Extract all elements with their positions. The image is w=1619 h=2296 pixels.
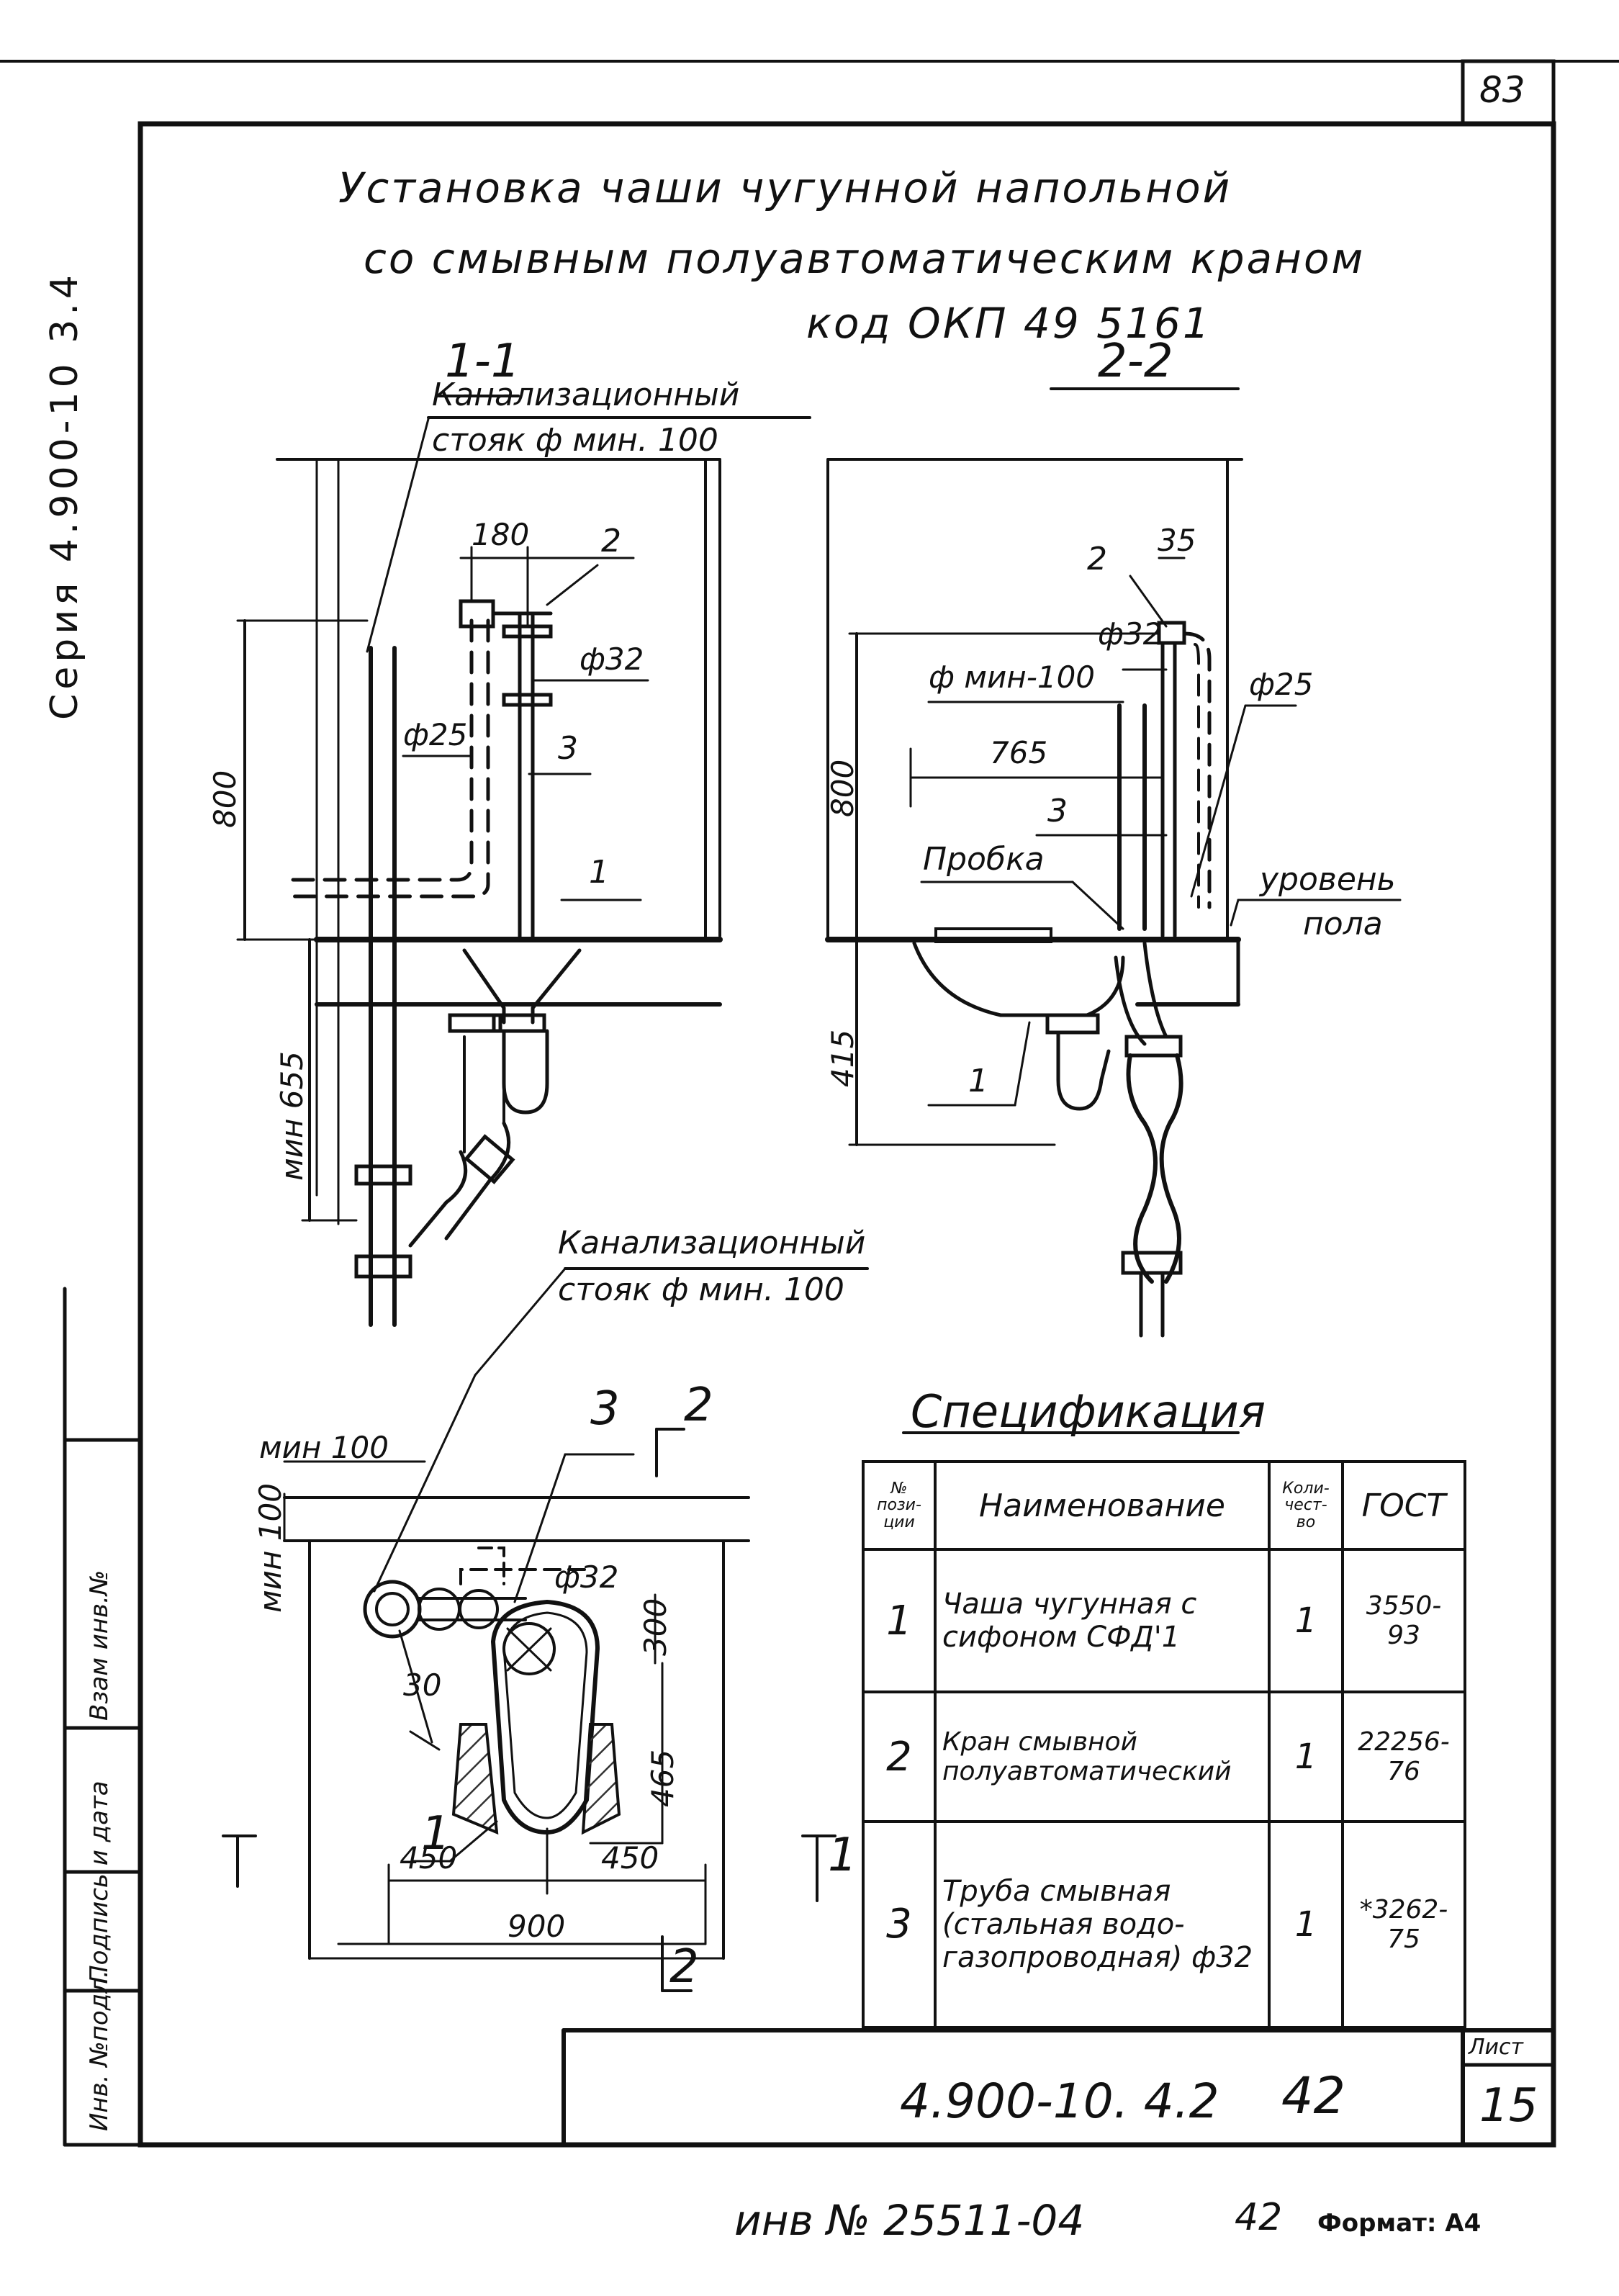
spec-col-position: № пози- ции	[862, 1460, 937, 1551]
title-line-2: со смывным полуавтоматическим краном	[364, 234, 1366, 283]
cut-mark-1-right: 1	[828, 1829, 857, 1882]
sheet-number: 15	[1479, 2079, 1538, 2133]
footer-format: Формат: А4	[1317, 2209, 1482, 2238]
spec-qty: 1	[1268, 1819, 1344, 2030]
riser-note-1-line-1: Канализационный	[432, 377, 740, 413]
riser-note-plan-line-2: стояк ф мин. 100	[558, 1271, 844, 1308]
stamp-sign-date: Подпись и дата	[85, 1780, 114, 1984]
dim-300: 300	[638, 1598, 673, 1656]
spec-gost: *3262-75	[1341, 1819, 1466, 2030]
handwritten-number: 42	[1281, 2066, 1346, 2125]
spec-col-gost: ГОСТ	[1341, 1460, 1466, 1551]
floor-level-line-2: пола	[1303, 906, 1383, 942]
spec-col-qty: Коли- чест- во	[1268, 1460, 1344, 1551]
dim-800-section-1: 800	[207, 770, 243, 828]
series-label: Серия 4.900-10 3.4	[43, 271, 86, 720]
dim-415: 415	[825, 1029, 860, 1087]
position-2-section-2: 2	[1087, 541, 1107, 577]
position-3-section-2: 3	[1047, 793, 1068, 829]
sheet-label: Лист	[1469, 2035, 1524, 2060]
spec-pos: 3	[862, 1819, 937, 2030]
spec-pos: 2	[862, 1691, 937, 1823]
dim-min655: мин 655	[274, 1051, 310, 1181]
position-1-section-2: 1	[968, 1063, 988, 1099]
title-line-3: код ОКП 49 5161	[806, 299, 1212, 348]
dim-phi32-plan: ф32	[554, 1559, 619, 1595]
section-1-label: 1-1	[445, 335, 520, 388]
section-2-2-drawing	[825, 387, 1402, 1338]
cut-mark-2-top: 2	[684, 1379, 713, 1432]
spec-header-row: № пози- ции Наименование Коли- чест- во …	[862, 1460, 1466, 1551]
spec-gost: 3550-93	[1341, 1547, 1466, 1694]
page-number-box	[1461, 59, 1556, 126]
dim-phi25-section-2: ф25	[1249, 667, 1314, 702]
spec-name: Чаша чугунная с сифоном СФД'1	[934, 1547, 1271, 1694]
spec-name: Труба смывная (стальная водо- газопровод…	[934, 1819, 1271, 2030]
dim-phi-min100: ф мин-100	[929, 659, 1096, 695]
dim-765: 765	[990, 735, 1048, 770]
specification-heading: Спецификация	[911, 1385, 1266, 1438]
spec-qty: 1	[1268, 1547, 1344, 1694]
position-3-section-1: 3	[558, 730, 578, 767]
spec-col-name: Наименование	[934, 1460, 1271, 1551]
footer-inventory: инв № 25511-04	[734, 2196, 1085, 2245]
spec-qty: 1	[1268, 1691, 1344, 1823]
document-code: 4.900-10. 4.2	[900, 2074, 1219, 2129]
dim-800-section-2: 800	[825, 759, 860, 817]
page-number: 83	[1479, 69, 1525, 111]
spec-name: Кран смывной полуавтоматический	[934, 1691, 1271, 1823]
riser-note-1-line-2: стояк ф мин. 100	[432, 422, 718, 459]
position-1-plan: 1	[421, 1807, 451, 1860]
dim-min100-vertical: мин 100	[253, 1483, 288, 1613]
position-2-section-1: 2	[601, 523, 621, 559]
dim-35: 35	[1158, 523, 1196, 558]
stamp-inv-original: Инв. №подл.	[85, 1970, 114, 2131]
spec-gost: 22256-76	[1341, 1691, 1466, 1823]
dim-465: 465	[645, 1749, 680, 1807]
spec-pos: 1	[862, 1547, 937, 1694]
dim-900: 900	[508, 1909, 566, 1944]
footer-number: 42	[1235, 2196, 1283, 2239]
table-row: 3 Труба смывная (стальная водо- газопров…	[862, 1819, 1466, 2030]
drawing-frame	[137, 121, 1556, 2148]
section-2-label: 2-2	[1098, 335, 1173, 388]
specification-table: № пози- ции Наименование Коли- чест- во …	[862, 1460, 1466, 2030]
table-row: 2 Кран смывной полуавтоматический 1 2225…	[862, 1691, 1466, 1823]
plan-drawing	[222, 1267, 1240, 1992]
plug-label: Пробка	[923, 841, 1045, 878]
table-row: 1 Чаша чугунная с сифоном СФД'1 1 3550-9…	[862, 1547, 1466, 1694]
cut-mark-2-bottom: 2	[669, 1940, 699, 1994]
riser-note-plan-line-1: Канализационный	[558, 1225, 866, 1261]
dim-450-right: 450	[601, 1840, 659, 1876]
floor-level-line-1: уровень	[1260, 861, 1396, 898]
position-1-section-1: 1	[589, 854, 609, 891]
position-3-plan: 3	[590, 1382, 620, 1436]
dim-min100-horizontal: мин 100	[259, 1430, 389, 1465]
dim-phi32-section-1: ф32	[579, 641, 644, 677]
dim-30: 30	[403, 1667, 442, 1703]
section-1-1-drawing	[236, 395, 811, 1327]
dim-phi32-section-2: ф32	[1098, 616, 1163, 652]
title-line-1: Установка чаши чугунной напольной	[338, 163, 1232, 212]
dim-phi25-section-1: ф25	[403, 717, 468, 752]
dim-450-left: 450	[400, 1840, 458, 1876]
dim-180: 180	[472, 517, 530, 552]
stamp-replaces: Взам инв.№	[85, 1570, 114, 1721]
